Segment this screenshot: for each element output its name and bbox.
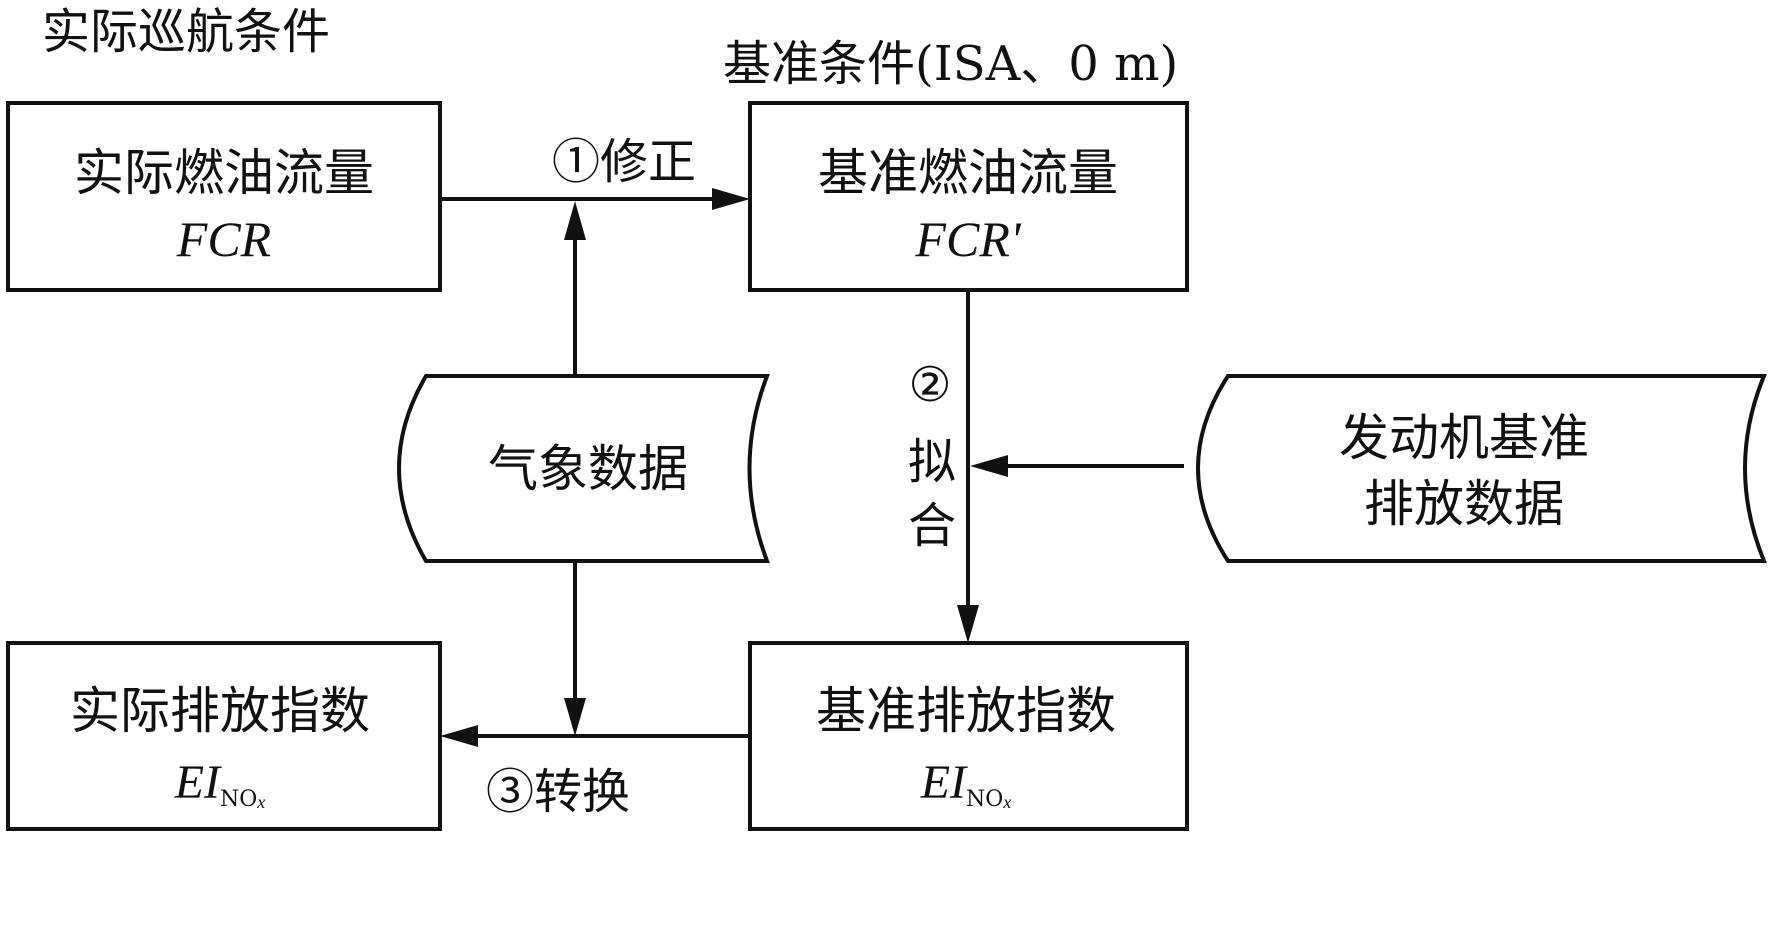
reference-emission-index-title: 基准排放指数 (816, 682, 1116, 740)
actual-cruise-label: 实际巡航条件 (42, 4, 330, 60)
correction-arrow (440, 188, 750, 210)
actual-fuel-flow-title: 实际燃油流量 (74, 144, 374, 202)
reference-fuel-flow-title: 基准燃油流量 (818, 144, 1118, 202)
correction-step-label: ①修正 (552, 134, 696, 190)
reference-emission-index-symbol: EINOx (920, 756, 1012, 812)
engine-data-to-fitting-arrow (970, 455, 1184, 477)
fitting-arrow (957, 290, 979, 643)
reference-fuel-flow-symbol: FCR' (914, 211, 1021, 267)
weather-data-label: 气象数据 (488, 440, 688, 498)
actual-emission-index-title: 实际排放指数 (70, 682, 370, 740)
reference-emission-index-box: 基准排放指数 EINOx (748, 641, 1189, 831)
conversion-step-label: ③转换 (486, 764, 630, 820)
conversion-arrow (440, 725, 750, 747)
reference-condition-label: 基准条件(ISA、0 m) (723, 36, 1178, 92)
weather-to-conversion-arrow (564, 561, 586, 736)
actual-emission-index-symbol: EINOx (174, 756, 266, 812)
fitting-step-char2: 合 (908, 498, 956, 554)
actual-fuel-flow-box: 实际燃油流量 FCR (6, 101, 442, 292)
weather-to-correction-arrow (564, 201, 586, 376)
engine-reference-data-line1: 发动机基准 (1339, 409, 1589, 467)
actual-emission-index-box: 实际排放指数 EINOx (6, 641, 442, 831)
weather-data-store: 气象数据 (397, 374, 770, 563)
fitting-step-char1: 拟 (908, 434, 956, 490)
engine-reference-data-line2: 排放数据 (1364, 475, 1564, 533)
reference-fuel-flow-box: 基准燃油流量 FCR' (748, 101, 1189, 292)
engine-reference-data-store: 发动机基准 排放数据 (1196, 374, 1767, 563)
fitting-step-number: ② (908, 357, 951, 413)
actual-fuel-flow-symbol: FCR (176, 211, 271, 267)
